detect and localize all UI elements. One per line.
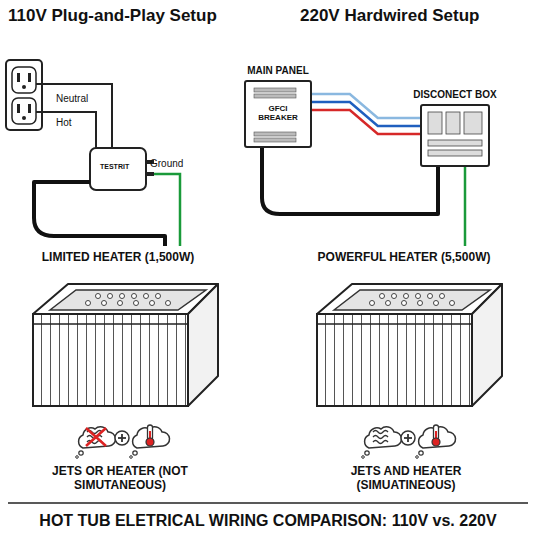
heater-label: POWERFUL HEATER (5,500W) <box>318 251 491 265</box>
jets-icon <box>362 427 402 458</box>
wire-strand <box>312 110 420 134</box>
heater-label: LIMITED HEATER (1,500W) <box>42 251 194 265</box>
box-heading: DISCONECT BOX <box>413 89 496 100</box>
hot-tub <box>33 284 218 406</box>
ground-wire <box>154 174 180 246</box>
jets-icon <box>76 427 116 458</box>
plug <box>90 148 146 190</box>
power-cord <box>34 182 165 246</box>
wire-label: Ground <box>150 158 183 170</box>
wire-connector <box>312 102 420 126</box>
plug-brand: TESTRIT <box>100 163 129 171</box>
mode-note: JETS AND HEATER (SIMUATINEOUS) <box>336 465 476 493</box>
neutral-wire <box>36 84 112 148</box>
wire-label: Hot <box>56 117 72 129</box>
hot-tub <box>317 284 502 406</box>
section-heading: 220V Hardwired Setup <box>300 6 480 26</box>
hot-wire <box>36 112 96 148</box>
plus-icon <box>401 431 415 445</box>
wall-outlet <box>6 60 42 130</box>
heater-icon <box>416 425 456 458</box>
box-label: GFCI BREAKER <box>251 104 305 124</box>
wire-label: Neutral <box>56 93 88 105</box>
main-panel: MAIN PANELGFCI BREAKER <box>244 80 312 148</box>
disconnect-box: DISCONECT BOX <box>420 104 490 167</box>
contactor-parts <box>422 106 488 165</box>
heater-icon <box>130 425 170 458</box>
mode-note: JETS OR HEATER (NOT SIMUTANEOUS) <box>50 465 190 493</box>
caption: HOT TUB ELETRICAL WIRING COMPARISON: 110… <box>39 512 496 530</box>
supply-cable <box>262 148 438 214</box>
divider <box>8 502 528 504</box>
section-heading: 110V Plug-and-Play Setup <box>8 6 217 26</box>
plus-icon <box>115 431 129 445</box>
box-heading: MAIN PANEL <box>247 65 308 76</box>
ground-wire <box>464 167 467 246</box>
